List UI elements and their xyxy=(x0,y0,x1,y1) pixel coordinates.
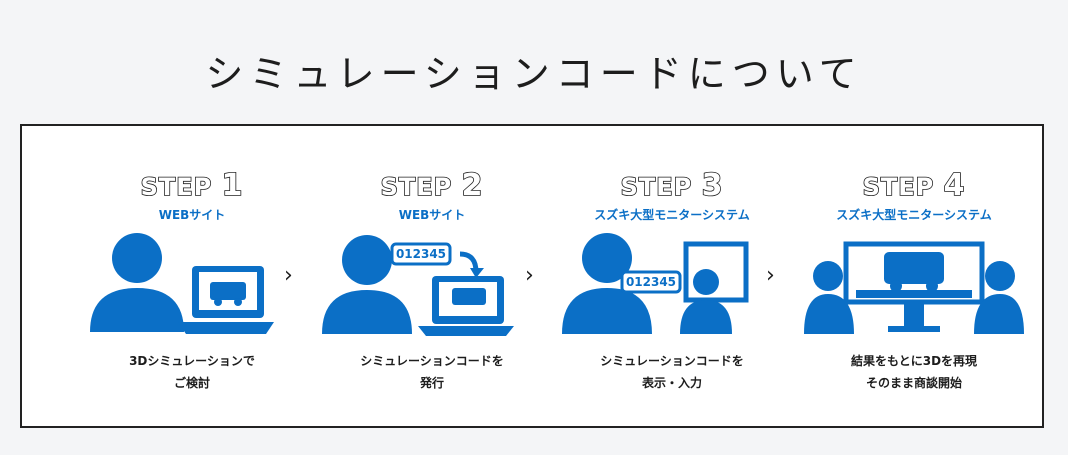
person-laptop-car-icon xyxy=(90,233,274,334)
step-4-subtitle: スズキ大型モニターシステム xyxy=(836,208,992,222)
step-3-subtitle: スズキ大型モニターシステム xyxy=(594,208,750,222)
step-3-caption-line2: 表示・入力 xyxy=(641,376,702,390)
step-3: STEP 3 スズキ大型モニターシステム 012345 シミュレーションコードを… xyxy=(562,126,782,426)
step-2: STEP 2 WEBサイト 012345 シミュレーションコードを 発行 xyxy=(322,126,542,426)
arrow-icon: › xyxy=(766,263,775,288)
step-4-caption-line1: 結果をもとに3Dを再現 xyxy=(850,354,978,368)
step-2-code: 012345 xyxy=(395,247,447,261)
step-1-word: STEP xyxy=(140,172,213,202)
step-4-word: STEP xyxy=(862,172,935,202)
page-title: シミュレーションコードについて xyxy=(205,52,863,97)
step-2-caption-line1: シミュレーションコードを xyxy=(360,354,504,368)
step-1: STEP 1 WEBサイト 3Dシミュレーションで ご検討 xyxy=(82,126,302,426)
step-3-label: STEP 3 xyxy=(562,167,782,204)
step-1-subtitle: WEBサイト xyxy=(158,208,226,222)
step-4: STEP 4 スズキ大型モニターシステム 結果をもとに3Dを再現 そのまま商談開… xyxy=(804,126,1024,426)
step-1-caption-line1: 3Dシミュレーションで xyxy=(129,354,255,368)
person-code-monitor-icon xyxy=(562,233,749,334)
step-2-word: STEP xyxy=(380,172,453,202)
step-3-code: 012345 xyxy=(625,275,677,289)
step-1-number: 1 xyxy=(221,167,244,204)
step-2-caption-line2: 発行 xyxy=(419,376,444,390)
step-2-label: STEP 2 xyxy=(322,167,542,204)
person-code-laptop-icon xyxy=(322,235,514,336)
step-3-number: 3 xyxy=(701,167,724,204)
step-1-caption: 3Dシミュレーションで ご検討 xyxy=(82,350,302,394)
step-4-number: 4 xyxy=(943,167,966,204)
step-3-word: STEP xyxy=(620,172,693,202)
step-2-number: 2 xyxy=(461,167,484,204)
arrow-icon: › xyxy=(284,263,293,288)
steps-panel: STEP 1 WEBサイト 3Dシミュレーションで ご検討 › STEP 2 W… xyxy=(20,124,1044,428)
step-2-caption: シミュレーションコードを 発行 xyxy=(322,350,542,394)
step-3-caption: シミュレーションコードを 表示・入力 xyxy=(562,350,782,394)
step-4-caption-line2: そのまま商談開始 xyxy=(865,376,962,390)
step-2-subtitle: WEBサイト xyxy=(398,208,466,222)
people-monitor-car-icon xyxy=(804,241,1024,334)
step-3-caption-line1: シミュレーションコードを xyxy=(600,354,744,368)
step-4-caption: 結果をもとに3Dを再現 そのまま商談開始 xyxy=(804,350,1024,394)
step-4-label: STEP 4 xyxy=(804,167,1024,204)
step-1-caption-line2: ご検討 xyxy=(173,376,210,390)
arrow-icon: › xyxy=(525,263,534,288)
step-1-label: STEP 1 xyxy=(82,167,302,204)
